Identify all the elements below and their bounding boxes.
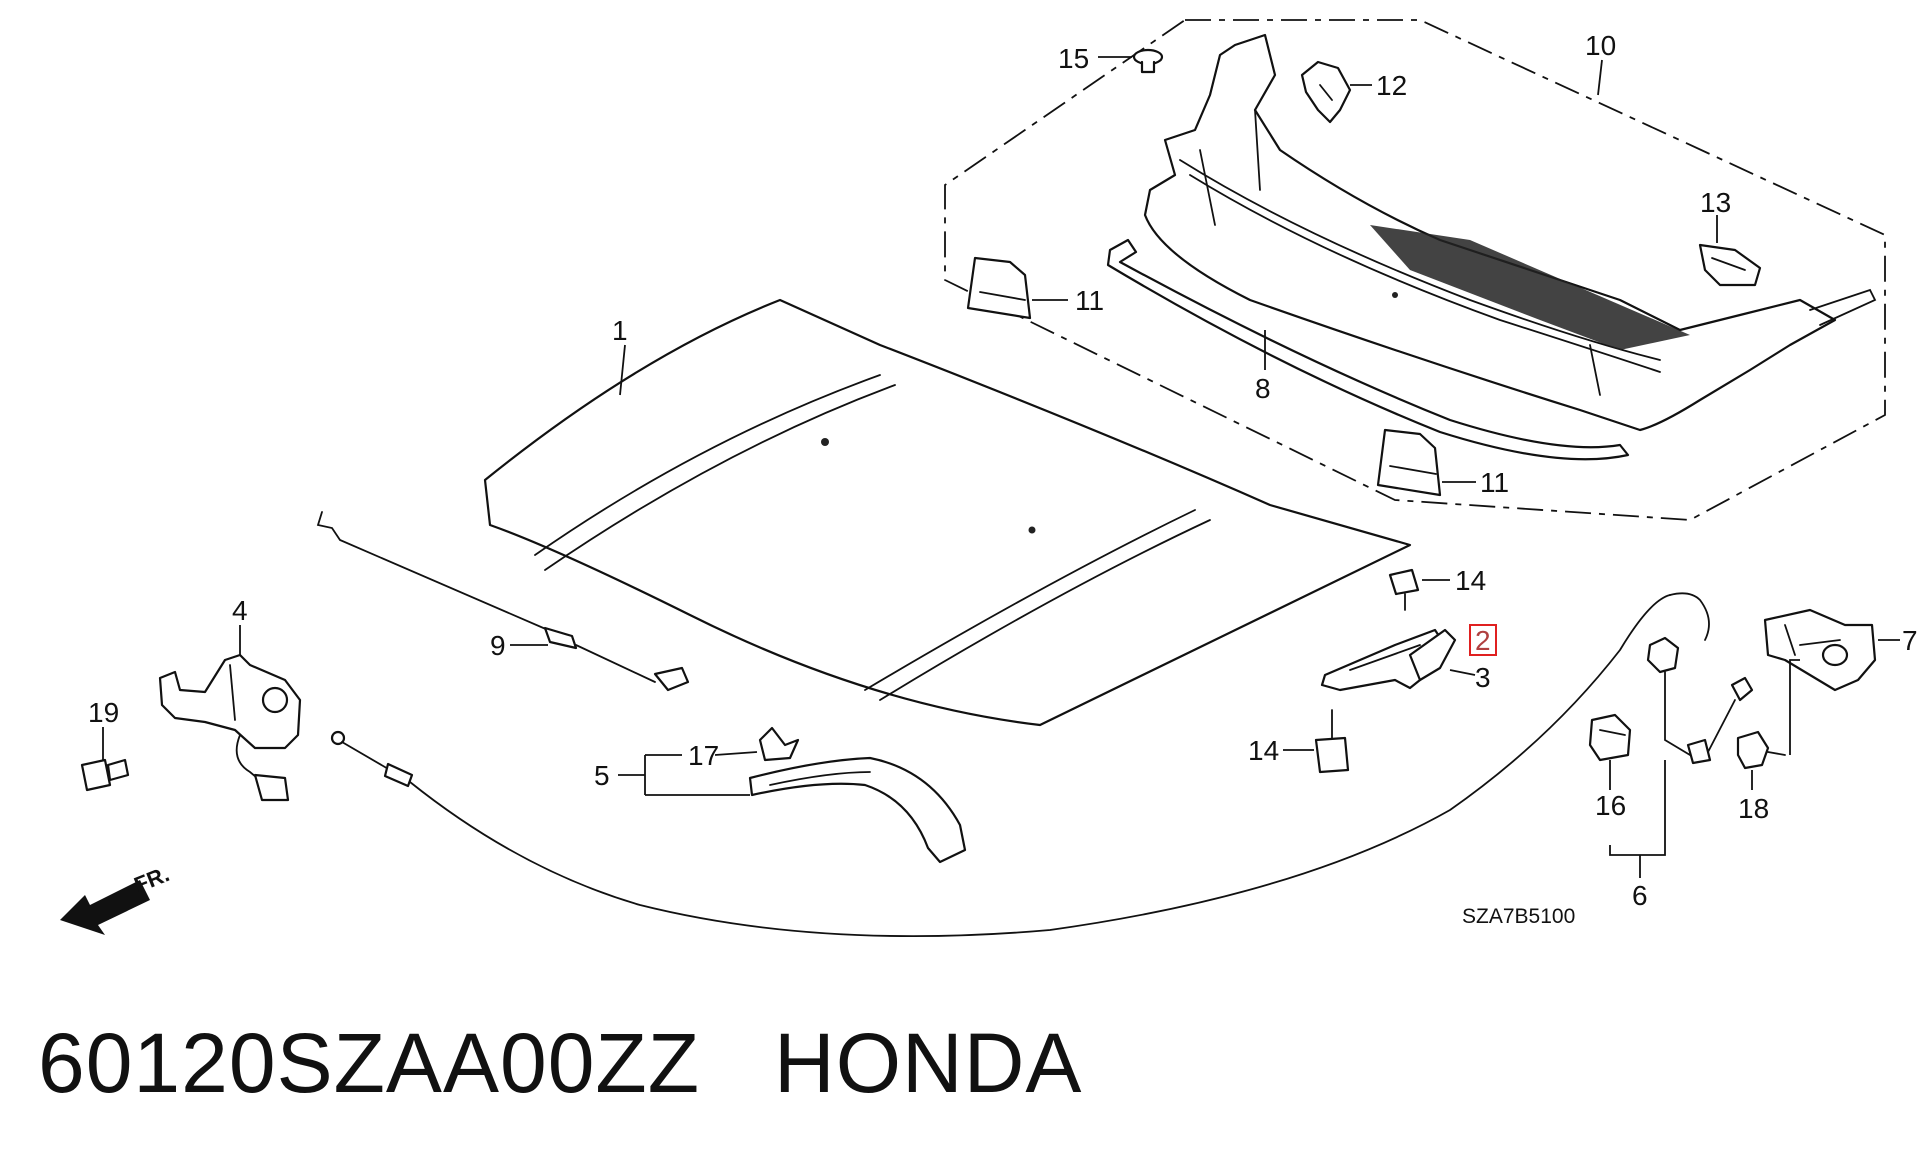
part-caption: 60120SZAA00ZZ HONDA (38, 1015, 1082, 1115)
callout-18: 18 (1738, 793, 1769, 824)
callout-1: 1 (612, 315, 628, 346)
callout-6: 6 (1632, 880, 1648, 911)
front-direction-arrow: FR. (60, 861, 173, 935)
diagram-code: SZA7B5100 (1462, 905, 1575, 928)
callout-17: 17 (688, 740, 719, 771)
callout-16: 16 (1595, 790, 1626, 821)
callout-3: 3 (1475, 662, 1491, 693)
callout-7: 7 (1902, 625, 1918, 656)
callout-4: 4 (232, 595, 248, 626)
hood-panel (483, 298, 1412, 727)
fastener-15 (1132, 48, 1164, 74)
callout-5: 5 (594, 760, 610, 791)
callout-15: 15 (1058, 43, 1089, 74)
front-direction-label: FR. (131, 861, 173, 897)
bolt-14-upper (1388, 568, 1420, 611)
callout-8: 8 (1255, 373, 1271, 404)
hood-latch (158, 653, 302, 802)
highlight-box-2 (1469, 624, 1497, 656)
clip-16 (1588, 713, 1632, 762)
callout-11-upper: 11 (1075, 285, 1104, 316)
callout-11-lower: 11 (1480, 467, 1509, 498)
part-number: 60120SZAA00ZZ (38, 1016, 701, 1110)
cowl-top (1143, 33, 1877, 432)
bolt-18 (1736, 730, 1786, 770)
hood-lock-7 (1763, 608, 1877, 692)
callout-14-lower: 14 (1248, 735, 1279, 766)
cowl-clip-12 (1300, 60, 1352, 124)
cable-assembly-6 (1646, 592, 1754, 765)
cowl-assembly-boundary (944, 19, 1886, 521)
cowl-clip-upper (966, 256, 1032, 320)
callout-9: 9 (490, 630, 506, 661)
release-cable (330, 594, 1671, 938)
hood-seal-5 (748, 756, 967, 864)
bolt-19 (80, 758, 130, 792)
clip-17 (758, 726, 800, 762)
callout-12: 12 (1376, 70, 1407, 101)
callout-14-upper: 14 (1455, 565, 1486, 596)
cowl-clip-lower (1376, 428, 1442, 497)
callout-13: 13 (1700, 187, 1731, 218)
callout-19: 19 (88, 697, 119, 728)
callout-10: 10 (1585, 30, 1616, 61)
callout-2: 2 (1475, 625, 1491, 656)
brand-name: HONDA (774, 1016, 1083, 1110)
cowl-bracket-13 (1698, 243, 1762, 287)
hood-hinge (1320, 628, 1457, 692)
hood-support-rod (316, 511, 690, 692)
bolt-14-lower (1314, 709, 1350, 774)
cowl-seal (1106, 238, 1630, 461)
